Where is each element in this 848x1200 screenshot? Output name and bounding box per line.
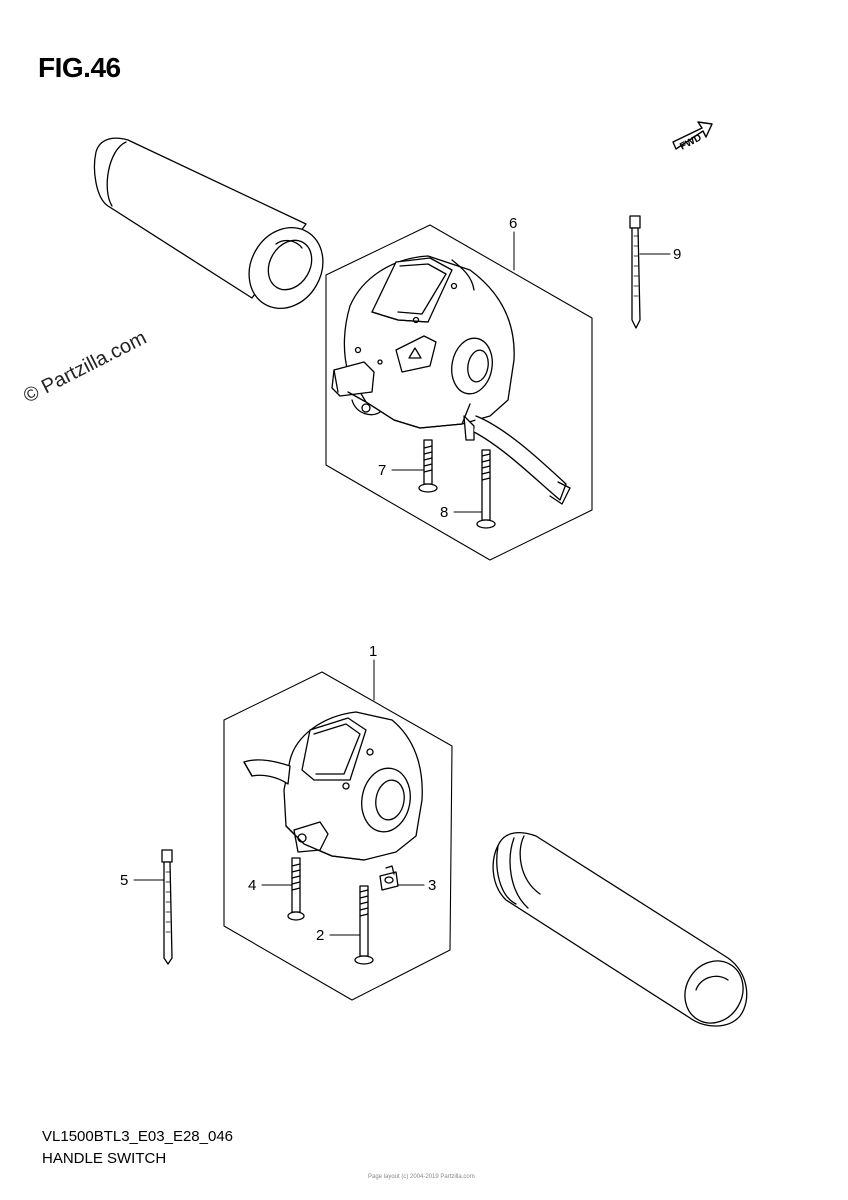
callout-1: 1 bbox=[369, 643, 377, 660]
cable-tie-5 bbox=[161, 849, 173, 965]
figure-title: FIG.46 bbox=[38, 52, 121, 83]
left-handlebar-switch bbox=[331, 255, 571, 505]
callout-4: 4 bbox=[248, 877, 256, 894]
callout-3: 3 bbox=[428, 877, 436, 894]
right-handlebar-switch bbox=[243, 711, 423, 861]
callout-8: 8 bbox=[440, 504, 448, 521]
callout-5: 5 bbox=[120, 872, 128, 889]
callout-9: 9 bbox=[673, 246, 681, 263]
screw-2 bbox=[354, 885, 374, 965]
screw-8 bbox=[476, 449, 496, 529]
callout-7: 7 bbox=[378, 462, 386, 479]
figure-name: HANDLE SWITCH bbox=[42, 1150, 167, 1167]
fine-print: Page layout (c) 2004-2019 Partzilla.com bbox=[368, 1174, 475, 1180]
fwd-arrow-icon: FWD bbox=[672, 121, 713, 153]
grip-right-lower bbox=[492, 831, 748, 1027]
callouts: 6 9 7 8 1 5 4 3 2 bbox=[120, 215, 681, 944]
lower-assembly-outline bbox=[223, 671, 453, 1001]
upper-assembly-outline bbox=[325, 224, 593, 561]
screw-7 bbox=[418, 439, 438, 493]
screw-4 bbox=[287, 857, 305, 921]
fwd-label: FWD bbox=[678, 132, 703, 152]
grip-left-upper bbox=[93, 137, 324, 310]
cable-tie-9 bbox=[629, 215, 641, 329]
screw-3 bbox=[379, 865, 399, 891]
callout-2: 2 bbox=[316, 927, 324, 944]
callout-6: 6 bbox=[509, 215, 517, 232]
figure-code: VL1500BTL3_E03_E28_046 bbox=[42, 1128, 234, 1145]
